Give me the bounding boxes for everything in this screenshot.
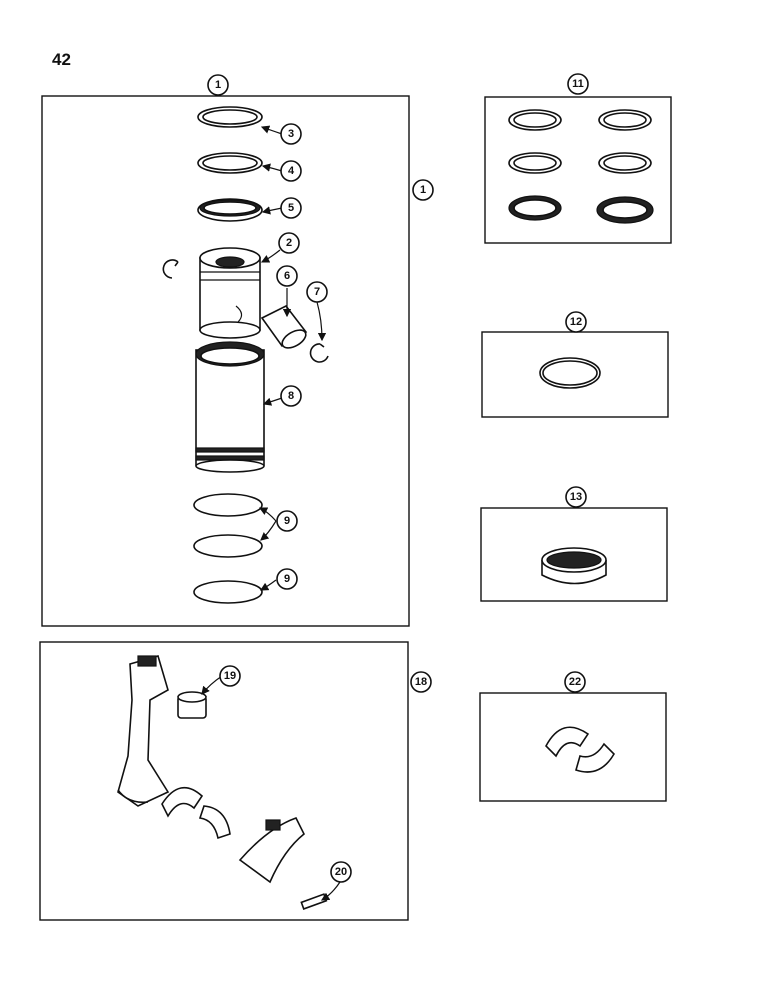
kit-box-13 xyxy=(480,507,668,602)
svg-text:8: 8 xyxy=(288,390,294,402)
svg-text:22: 22 xyxy=(569,676,581,688)
callout-1-top: 1 xyxy=(207,74,229,96)
piston-pin-part xyxy=(260,304,308,349)
callout-2: 2 xyxy=(278,232,300,254)
snap-ring-part xyxy=(309,343,329,363)
svg-text:20: 20 xyxy=(335,866,347,878)
svg-text:19: 19 xyxy=(224,670,236,682)
sleeve-ring-part xyxy=(541,547,607,585)
kit-box-piston-sleeve xyxy=(41,95,410,627)
callout-3: 3 xyxy=(280,123,302,145)
svg-text:7: 7 xyxy=(314,286,320,298)
callout-20: 20 xyxy=(330,861,352,883)
svg-text:1: 1 xyxy=(420,184,426,196)
svg-text:11: 11 xyxy=(572,78,584,90)
callout-9-upper: 9 xyxy=(276,510,298,532)
svg-text:13: 13 xyxy=(570,491,582,503)
page-number: 42 xyxy=(52,50,71,69)
callout-13: 13 xyxy=(565,486,587,508)
svg-text:18: 18 xyxy=(415,676,427,688)
piston-ring-part xyxy=(197,106,263,128)
seal-ring-part xyxy=(193,580,263,604)
piston-part xyxy=(199,247,261,339)
piston-ring-part xyxy=(197,152,263,174)
callout-19: 19 xyxy=(219,665,241,687)
ring-set-part xyxy=(508,109,654,224)
seal-ring-part xyxy=(193,534,263,558)
cylinder-sleeve-part xyxy=(195,341,265,473)
callout-9-lower: 9 xyxy=(276,568,298,590)
snap-ring-part xyxy=(162,259,179,279)
svg-text:1: 1 xyxy=(215,79,221,91)
kit-box-22 xyxy=(479,692,667,802)
bushing-part xyxy=(177,691,207,719)
svg-text:9: 9 xyxy=(284,515,290,527)
seal-ring-part xyxy=(193,493,263,517)
svg-text:5: 5 xyxy=(288,202,294,214)
callout-12: 12 xyxy=(565,311,587,333)
svg-text:2: 2 xyxy=(286,237,292,249)
callout-5: 5 xyxy=(280,197,302,219)
callout-1-side: 1 xyxy=(412,179,434,201)
main-bearing-part xyxy=(545,726,616,773)
callout-7: 7 xyxy=(306,281,328,303)
bearing-shell-part xyxy=(161,786,231,840)
svg-text:12: 12 xyxy=(570,316,582,328)
kit-box-connecting-rod xyxy=(39,641,409,921)
connecting-rod-part xyxy=(117,655,170,807)
svg-text:6: 6 xyxy=(284,270,290,282)
rod-bolt-part xyxy=(300,893,328,910)
callout-11: 11 xyxy=(567,73,589,95)
callout-8: 8 xyxy=(280,385,302,407)
kit-box-ring-set xyxy=(484,96,672,244)
svg-text:3: 3 xyxy=(288,128,294,140)
callout-18: 18 xyxy=(410,671,432,693)
svg-text:4: 4 xyxy=(288,165,295,177)
callout-4: 4 xyxy=(280,160,302,182)
callout-22: 22 xyxy=(564,671,586,693)
callout-6: 6 xyxy=(276,265,298,287)
rod-cap-part xyxy=(238,817,306,884)
svg-text:9: 9 xyxy=(284,573,290,585)
oil-ring-part xyxy=(197,198,263,222)
